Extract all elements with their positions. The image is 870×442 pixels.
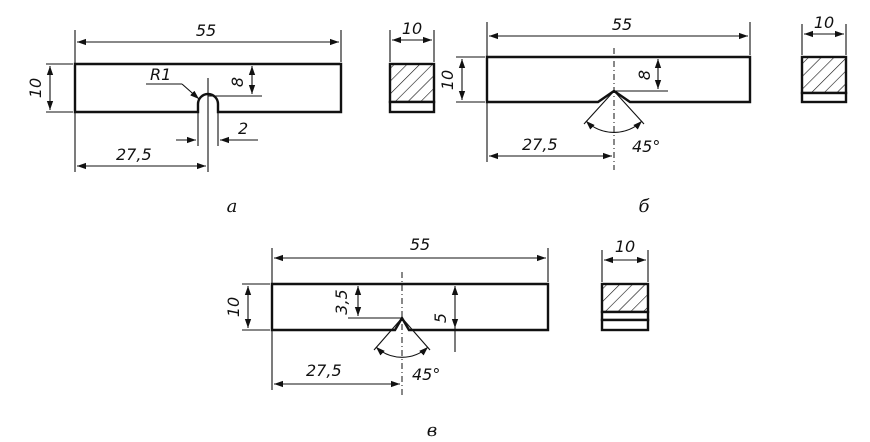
specimen-a-bar	[73, 62, 343, 114]
dim-height-a: 10	[26, 78, 45, 98]
dim-radius-a: R1	[150, 65, 171, 84]
specimen-b-bar	[485, 55, 752, 104]
dim-height-c: 10	[224, 297, 243, 317]
dim-length-b: 55	[612, 15, 632, 34]
section-a-notch-zone	[388, 100, 436, 114]
dim-notch-width-a: 2	[238, 119, 248, 138]
section-c-mid-zone	[600, 310, 650, 322]
caption-c: в	[427, 420, 437, 441]
dim-depth-left-c: 3,5	[332, 289, 351, 314]
section-b-hatched	[800, 55, 848, 95]
dim-half-length-c: 27,5	[306, 361, 342, 380]
dim-notch-depth-b: 8	[635, 70, 654, 80]
figure-b: 55 10 8 45° 27,5 10 б	[438, 13, 848, 217]
dim-length-a: 55	[196, 21, 216, 40]
dim-notch-depth-a: 8	[228, 77, 247, 87]
dim-section-width-b: 10	[814, 13, 834, 32]
dim-section-width-a: 10	[402, 19, 422, 38]
dim-depth-right-c: 5	[431, 313, 450, 323]
dim-half-length-a: 27,5	[116, 145, 152, 164]
figure-a: 55 10 8 R1 2 27,5 10 а	[26, 19, 436, 217]
dim-angle-c: 45°	[412, 365, 440, 384]
dim-length-c: 55	[410, 235, 430, 254]
dim-half-length-b: 27,5	[522, 135, 558, 154]
caption-a: а	[227, 196, 238, 217]
dim-height-b: 10	[438, 70, 457, 90]
section-b-notch-zone	[800, 91, 848, 104]
section-c-notch-zone	[600, 318, 650, 332]
section-c-hatched	[600, 282, 650, 314]
figure-c: 55 10 3,5 5 45° 27,5 10 в	[224, 235, 650, 441]
dim-angle-b: 45°	[632, 137, 660, 156]
specimen-c-bar	[270, 282, 550, 332]
dim-section-width-c: 10	[615, 237, 635, 256]
section-a-hatched	[388, 62, 436, 104]
caption-b: б	[639, 196, 651, 217]
